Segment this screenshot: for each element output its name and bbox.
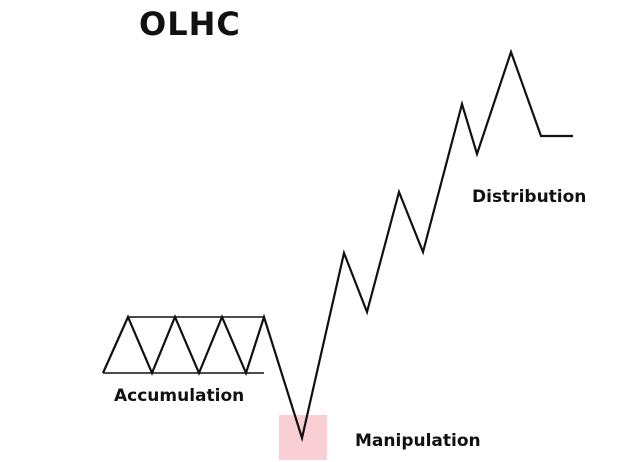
accumulation-label: Accumulation: [114, 386, 245, 406]
diagram-title: OLHC: [139, 5, 241, 43]
distribution-label: Distribution: [472, 187, 587, 207]
price-path: [101, 48, 573, 443]
manipulation-label: Manipulation: [355, 431, 481, 451]
